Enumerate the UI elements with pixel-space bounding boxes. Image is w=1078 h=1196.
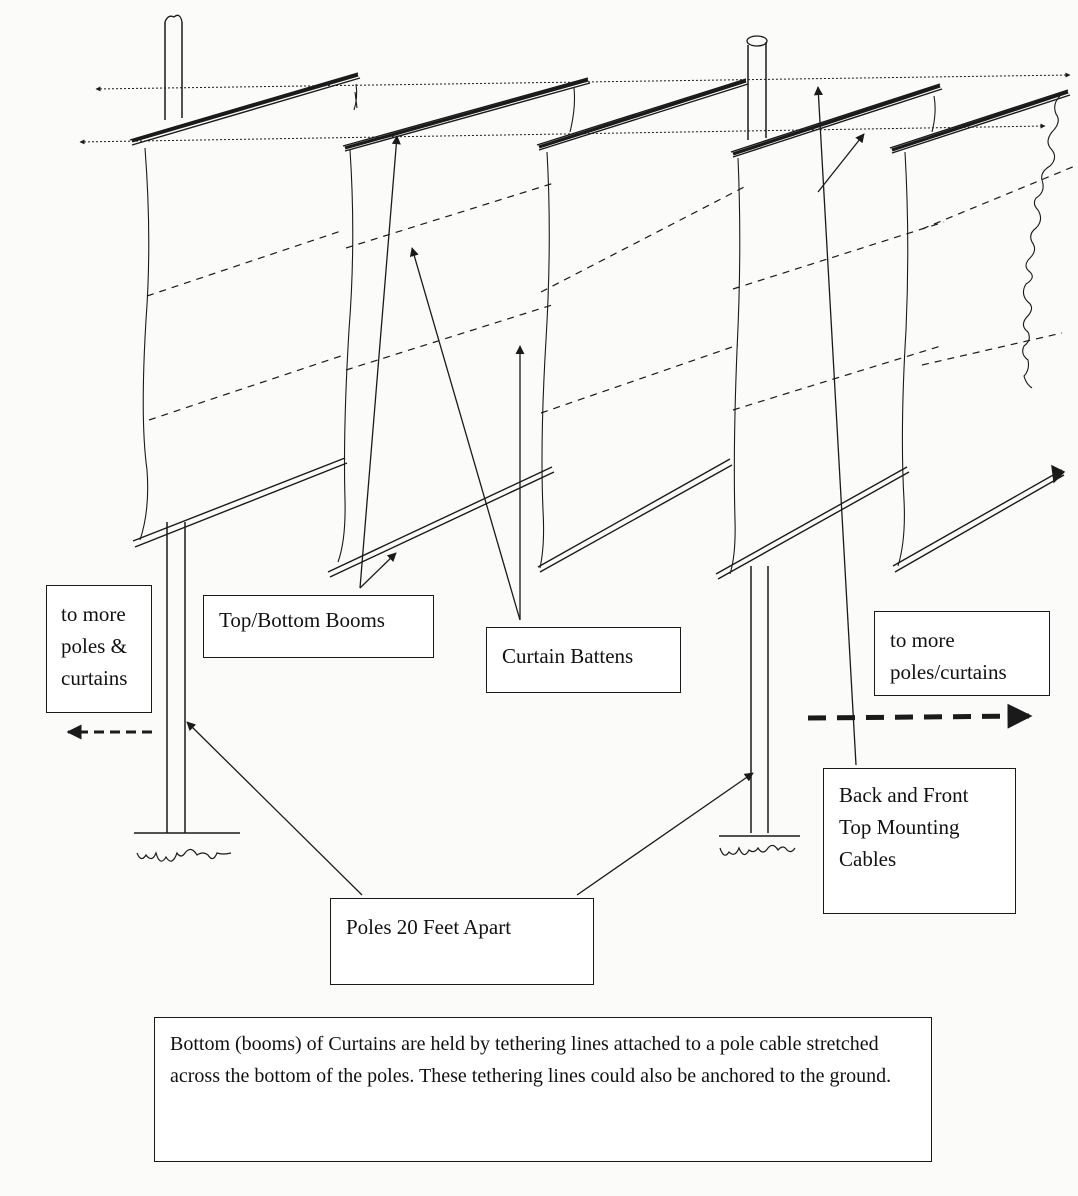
top-booms (129, 72, 1071, 158)
curtains (139, 83, 1061, 575)
note-tethering-lines: Bottom (booms) of Curtains are held by t… (154, 1017, 932, 1162)
booms-leader-arrows (359, 135, 401, 589)
poles-leader-arrows (186, 721, 754, 896)
continue-right-arrow (807, 703, 1033, 729)
label-to-more-poles-left: to more poles & curtains (46, 585, 152, 713)
label-poles-apart: Poles 20 Feet Apart (330, 898, 594, 985)
pole-top-left (164, 14, 183, 120)
label-top-mounting-cables: Back and Front Top Mounting Cables (823, 768, 1016, 914)
pole-top-right (746, 35, 768, 140)
bottom-booms (132, 457, 1066, 580)
cables-leader-arrows (813, 86, 865, 766)
pole-bottom-right (719, 566, 800, 856)
battens-leader-arrows (409, 247, 525, 621)
pole-bottom-left (134, 522, 240, 862)
top-mounting-cable-front (79, 123, 1046, 145)
label-top-bottom-booms: Top/Bottom Booms (203, 595, 434, 658)
curtain-battens (146, 165, 1076, 421)
label-to-more-poles-right: to more poles/curtains (874, 611, 1050, 696)
label-curtain-battens: Curtain Battens (486, 627, 681, 693)
